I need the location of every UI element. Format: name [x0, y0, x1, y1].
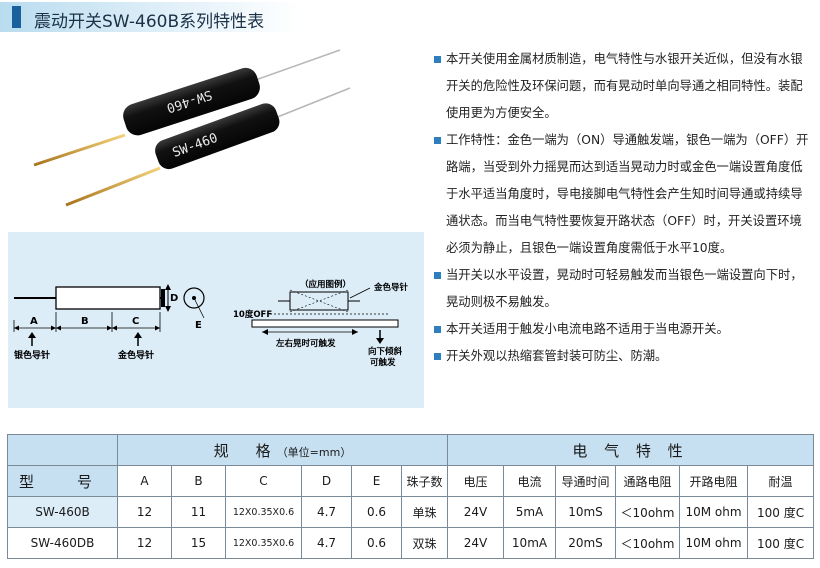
left-right-shake-label: 左右晃时可触发 [275, 338, 336, 349]
cell-beads: 双珠 [400, 527, 449, 559]
gold-lead-back [33, 133, 126, 167]
cell-b: 11 [171, 496, 226, 528]
cell-time: 10mS [555, 496, 617, 528]
dimension-diagram: D E A B C 银色导针 金色导针 （应用图例） 金色导针 [13, 279, 409, 368]
label-a: A [30, 316, 38, 327]
cell-off-resistance: 10M ohm [679, 527, 749, 559]
col-header: 电压 [447, 465, 505, 497]
bullet-square-icon [434, 56, 441, 63]
col-header: C [225, 465, 302, 497]
cell-current: 5mA [503, 496, 557, 528]
label-c: C [132, 316, 139, 327]
cell-b: 15 [171, 527, 226, 559]
col-header: A [117, 465, 172, 497]
spec-header: 规 格（单位=mm） [116, 434, 449, 466]
description-item: 当开关以水平设置，晃动时可轻易触发而当银色一端设置向下时，晃动则极不易触发。 [434, 262, 814, 316]
bullet-square-icon [434, 137, 441, 144]
application-example-label: （应用图例） [300, 279, 351, 290]
table-row: SW-460DB 12 15 12X0.35X0.6 4.7 0.6 双珠 24… [7, 527, 815, 559]
cell-on-resistance: ＜10ohm [615, 496, 681, 528]
cell-current: 10mA [503, 527, 557, 559]
gold-lead-front [65, 166, 161, 207]
switch-body-outline [55, 286, 161, 310]
bullet-square-icon [434, 326, 441, 333]
cell-d: 4.7 [301, 496, 352, 528]
cell-off-resistance: 10M ohm [679, 496, 749, 528]
product-photo-illustration: SW-460 SW-460 [33, 49, 351, 207]
spec-table: 规 格（单位=mm） 电 气 特 性 型 号 A B C D E 珠子数 电压 … [7, 434, 815, 559]
downward-tilt-label-1: 向下倾斜 [368, 346, 403, 357]
electrical-header: 电 气 特 性 [447, 434, 815, 466]
gold-lead-label: 金色导针 [117, 349, 154, 361]
silver-lead-label: 银色导针 [14, 349, 50, 361]
cell-beads: 单珠 [400, 496, 449, 528]
description-item: 本开关适用于触发小电流电路不适用于当电源开关。 [434, 316, 814, 343]
application-switch-outline [289, 291, 349, 311]
description-item: 工作特性：金色一端为（ON）导通触发端，银色一端为（OFF）开路端，当受到外力摇… [434, 127, 814, 262]
table-row: SW-460B 12 11 12X0.35X0.6 4.7 0.6 单珠 24V… [7, 496, 815, 528]
dimension-diagram-panel: D E A B C 银色导针 金色导针 （应用图例） 金色导针 [8, 232, 424, 408]
switch-back: SW-460 [123, 67, 260, 136]
end-view-circle [183, 287, 205, 309]
cell-d: 4.7 [301, 527, 352, 559]
description-item: 本开关使用金属材质制造，电气特性与水银开关近似，但没有水银开关的危险性及环保问题… [434, 46, 814, 127]
product-photo: SW-460 SW-460 [20, 40, 370, 210]
title-bar: 震动开关SW-460B系列特性表 [0, 2, 300, 32]
description-item: 开关外观以热缩套管封装可防尘、防潮。 [434, 343, 814, 370]
label-d: D [170, 293, 178, 304]
cell-temperature: 100 度C [747, 527, 815, 559]
col-header: 耐温 [747, 465, 815, 497]
col-header: 通路电阻 [615, 465, 681, 497]
cell-e: 0.6 [351, 496, 402, 528]
col-header: D [301, 465, 352, 497]
cell-c: 12X0.35X0.6 [225, 496, 302, 528]
model-cell: SW-460DB [7, 527, 118, 559]
label-e: E [195, 320, 202, 331]
label-b: B [81, 316, 89, 327]
bullet-square-icon [434, 272, 441, 279]
col-header: 开路电阻 [679, 465, 749, 497]
col-header: 珠子数 [400, 465, 449, 497]
cell-e: 0.6 [351, 527, 402, 559]
table-corner-cell [7, 434, 118, 466]
cell-c: 12X0.35X0.6 [225, 527, 302, 559]
cell-a: 12 [117, 527, 172, 559]
switch-end-cap [161, 289, 165, 307]
col-header: E [351, 465, 402, 497]
gold-lead-right-label: 金色导针 [373, 282, 409, 293]
downward-tilt-label-2: 可触发 [370, 357, 396, 368]
page-title: 震动开关SW-460B系列特性表 [34, 12, 265, 32]
cell-time: 20mS [555, 527, 617, 559]
description-list: 本开关使用金属材质制造，电气特性与水银开关近似，但没有水银开关的危险性及环保问题… [434, 46, 814, 370]
cell-a: 12 [117, 496, 172, 528]
col-header: 导通时间 [555, 465, 617, 497]
model-header: 型 号 [7, 465, 118, 497]
silver-lead-front [269, 87, 351, 121]
title-accent-mark [12, 6, 21, 28]
bullet-square-icon [434, 353, 441, 360]
col-header: 电流 [503, 465, 557, 497]
angle-off-label: 10度OFF [233, 309, 272, 320]
silver-lead-back [249, 49, 341, 83]
model-cell: SW-460B [7, 496, 118, 528]
col-header: B [171, 465, 226, 497]
cell-on-resistance: ＜10ohm [615, 527, 681, 559]
cell-voltage: 24V [447, 527, 505, 559]
application-base-plate [251, 319, 399, 328]
cell-temperature: 100 度C [747, 496, 815, 528]
cell-voltage: 24V [447, 496, 505, 528]
